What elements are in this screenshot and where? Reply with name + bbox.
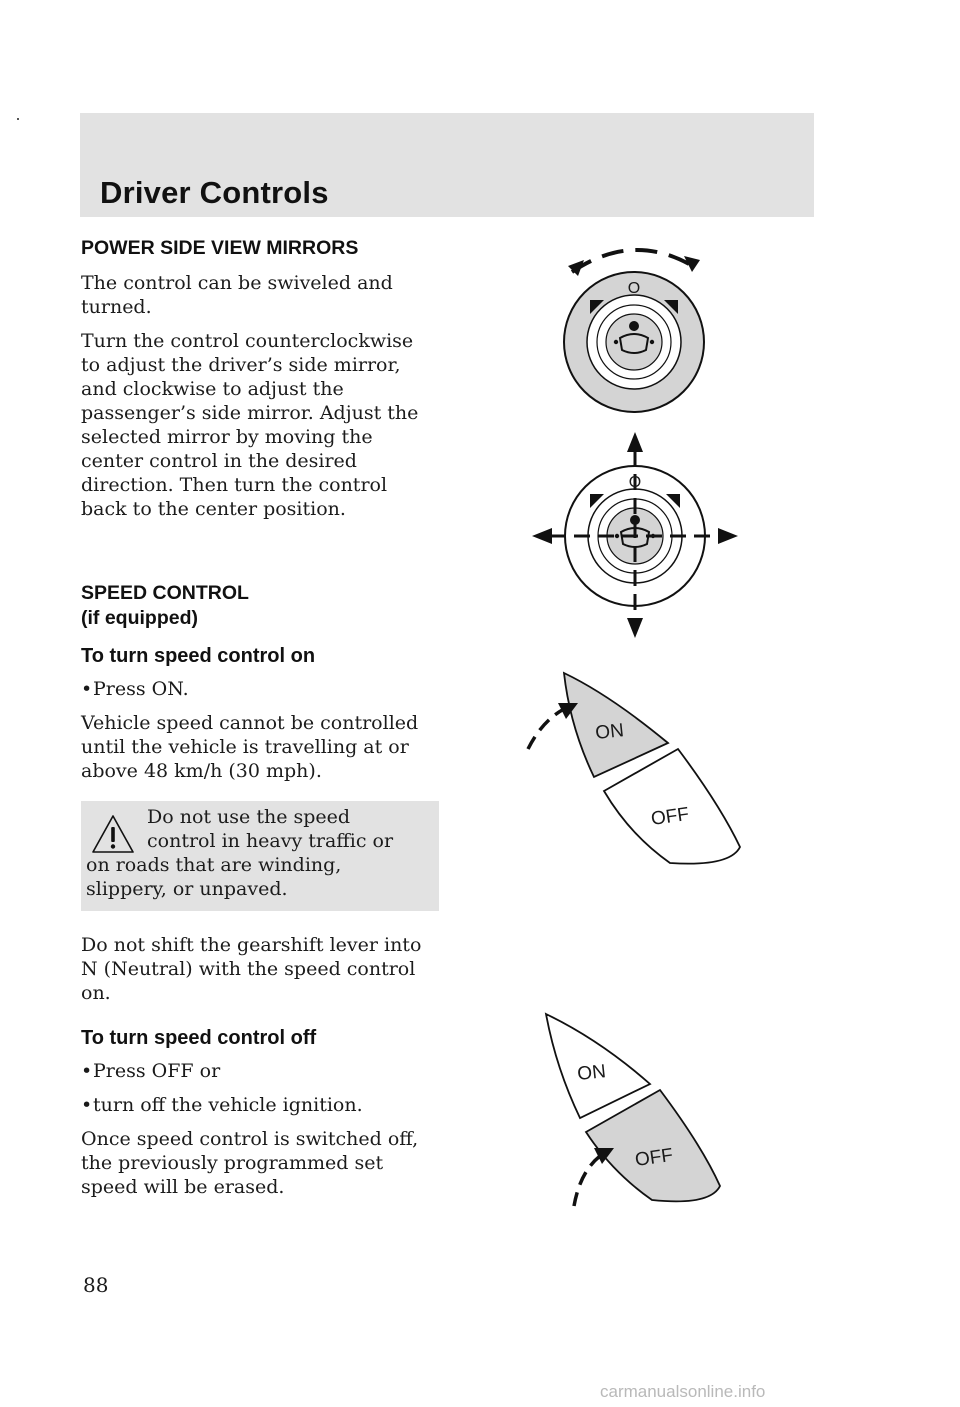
warning-line: Do not use the speed bbox=[147, 806, 351, 828]
list-item: •Press OFF or bbox=[81, 1059, 441, 1083]
press-arrow-icon bbox=[594, 1148, 614, 1164]
page-number: 88 bbox=[83, 1273, 109, 1297]
speed-control-on-figure: ON OFF bbox=[526, 671, 742, 865]
text-line: on. bbox=[81, 982, 111, 1004]
text-line: speed will be erased. bbox=[81, 1176, 285, 1198]
text-line: passenger’s side mirror. Adjust the bbox=[81, 402, 419, 424]
bullet-text: turn off the vehicle ignition. bbox=[93, 1094, 363, 1116]
mirror-swivel-figure: O bbox=[563, 248, 705, 413]
warning-triangle-icon bbox=[92, 815, 134, 853]
bullet-icon: • bbox=[81, 1060, 93, 1082]
arrow-right-icon bbox=[718, 528, 738, 544]
warning-line: slippery, or unpaved. bbox=[86, 878, 288, 900]
text-line: Turn the control counterclockwise bbox=[81, 330, 414, 352]
arrow-left-icon bbox=[532, 528, 552, 544]
press-arrow-icon bbox=[558, 703, 578, 719]
arrow-up-icon bbox=[627, 432, 643, 452]
text-line: to adjust the driver’s side mirror, bbox=[81, 354, 401, 376]
text-line: N (Neutral) with the speed control bbox=[81, 958, 416, 980]
text-line: above 48 km/h (30 mph). bbox=[81, 760, 322, 782]
mirror-icon bbox=[613, 321, 655, 354]
arrow-down-icon bbox=[627, 618, 643, 638]
arrow-right-icon bbox=[684, 256, 700, 272]
dial-mark-label: O bbox=[628, 280, 640, 297]
arrow-left-icon bbox=[568, 260, 584, 276]
bullet-text: Press OFF or bbox=[93, 1060, 221, 1082]
text-line: center control in the desired bbox=[81, 450, 357, 472]
mirrors-paragraph-2: Turn the control counterclockwise to adj… bbox=[81, 329, 441, 521]
bullet-icon: • bbox=[81, 1094, 93, 1116]
page-title: Driver Controls bbox=[100, 175, 329, 210]
text-line: direction. Then turn the control bbox=[81, 474, 388, 496]
list-item: •Press ON. bbox=[81, 677, 441, 701]
text-line: until the vehicle is travelling at or bbox=[81, 736, 409, 758]
page-corner-mark bbox=[17, 118, 19, 120]
text-line: Once speed control is switched off, bbox=[81, 1128, 419, 1150]
mirrors-paragraph-1: The control can be swiveled and turned. bbox=[81, 272, 393, 318]
erase-speed-paragraph: Once speed control is switched off, the … bbox=[81, 1127, 441, 1199]
text-line: Vehicle speed cannot be controlled bbox=[81, 712, 419, 734]
text-line: back to the center position. bbox=[81, 498, 346, 520]
warning-line: control in heavy traffic or bbox=[147, 830, 394, 852]
on-button-shape bbox=[544, 1012, 652, 1120]
bullet-icon: • bbox=[81, 678, 93, 700]
off-button-label: OFF bbox=[634, 1145, 675, 1171]
text-line: Do not shift the gearshift lever into bbox=[81, 934, 422, 956]
speed-control-heading: SPEED CONTROL (if equipped) bbox=[81, 581, 441, 631]
text-column: POWER SIDE VIEW MIRRORS The control can … bbox=[81, 236, 441, 1209]
heading-line: SPEED CONTROL bbox=[81, 582, 249, 604]
off-button-label: OFF bbox=[650, 804, 691, 830]
mirror-icon bbox=[614, 515, 656, 548]
swivel-arc bbox=[570, 248, 698, 274]
on-button-label: ON bbox=[576, 1061, 607, 1085]
speed-threshold-paragraph: Vehicle speed cannot be controlled until… bbox=[81, 711, 441, 783]
off-button-shape bbox=[602, 747, 742, 865]
off-button-shape bbox=[584, 1088, 721, 1203]
text-line: selected mirror by moving the bbox=[81, 426, 373, 448]
turn-off-heading: To turn speed control off bbox=[81, 1027, 317, 1049]
gearshift-paragraph: Do not shift the gearshift lever into N … bbox=[81, 933, 441, 1005]
dial-mark-label: O bbox=[629, 474, 641, 491]
text-line: the previously programmed set bbox=[81, 1152, 384, 1174]
mirror-adjust-figure: O bbox=[532, 432, 738, 638]
list-item: •turn off the vehicle ignition. bbox=[81, 1093, 441, 1117]
watermark: carmanualsonline.info bbox=[600, 1382, 766, 1401]
warning-box: Do not use the speed control in heavy tr… bbox=[81, 801, 439, 911]
text-line: and clockwise to adjust the bbox=[81, 378, 344, 400]
bullet-text: Press ON. bbox=[93, 678, 189, 700]
warning-line: on roads that are winding, bbox=[86, 854, 342, 876]
turn-on-heading: To turn speed control on bbox=[81, 645, 316, 667]
heading-line: (if equipped) bbox=[81, 607, 198, 629]
adjust-direction-lines bbox=[550, 450, 722, 622]
on-button-label: ON bbox=[594, 720, 625, 744]
mirrors-heading: POWER SIDE VIEW MIRRORS bbox=[81, 237, 359, 259]
header-band: Driver Controls bbox=[80, 113, 814, 217]
speed-control-off-figure: ON OFF bbox=[544, 1012, 721, 1207]
